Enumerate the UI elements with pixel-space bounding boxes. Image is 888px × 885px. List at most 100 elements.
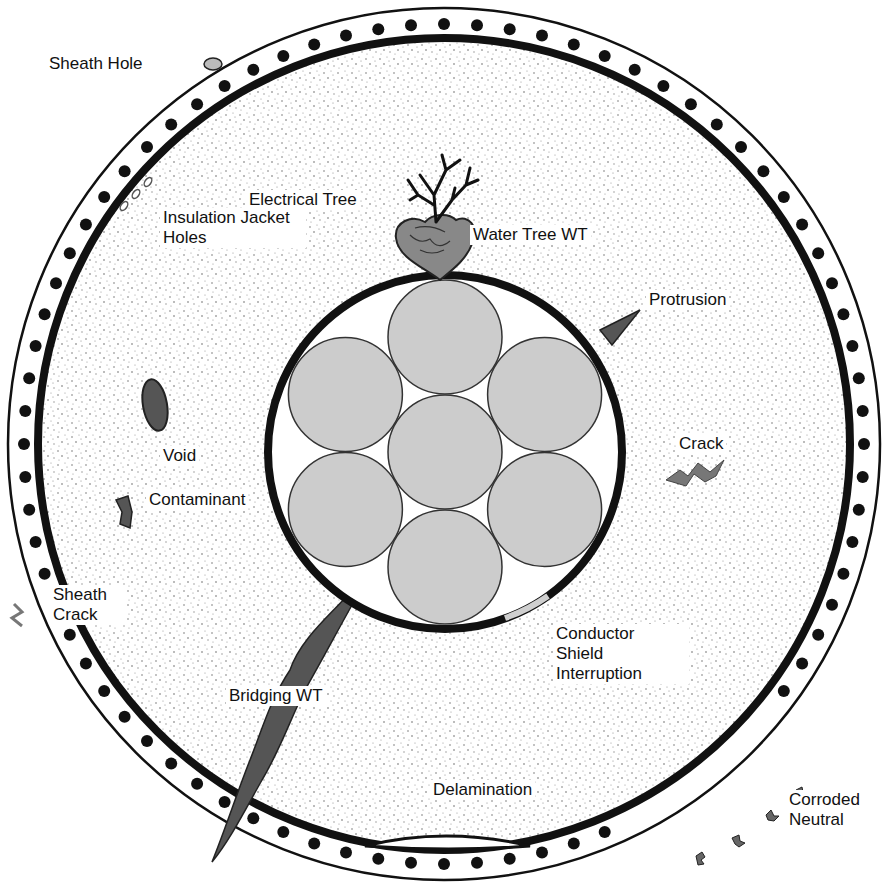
neutral-wire	[568, 39, 580, 51]
neutral-wire	[858, 438, 870, 450]
defect-label: Crack	[676, 434, 726, 454]
conductor-strand	[388, 510, 502, 624]
neutral-wire	[837, 568, 849, 580]
sheath-crack	[12, 604, 22, 626]
neutral-wire	[191, 778, 203, 790]
neutral-wire	[165, 757, 177, 769]
neutral-wire	[812, 629, 824, 641]
void	[139, 377, 172, 432]
neutral-wire	[64, 629, 76, 641]
neutral-wire	[247, 812, 259, 824]
conductor-shield	[268, 275, 622, 629]
defect-label: Contaminant	[146, 490, 248, 510]
neutral-wire	[599, 826, 611, 838]
neutral-wire	[39, 308, 51, 320]
neutral-wire	[372, 853, 384, 865]
sheath-hole	[204, 58, 222, 70]
neutral-wire	[191, 98, 203, 110]
outer-sheath	[8, 8, 880, 880]
neutral-wire	[30, 340, 42, 352]
electrical-tree	[408, 155, 478, 222]
neutral-wire	[64, 247, 76, 259]
neutral-wire	[812, 247, 824, 259]
neutral-wire	[247, 64, 259, 76]
water-tree	[396, 215, 475, 280]
defect-label: Conductor Shield Interruption	[553, 624, 689, 684]
neutral-wire	[30, 536, 42, 548]
neutral-wire	[141, 141, 153, 153]
neutral-wire	[471, 857, 483, 869]
contaminant	[116, 496, 132, 528]
neutral-wire	[80, 219, 92, 231]
neutral-wire	[19, 471, 31, 483]
neutral-wire	[837, 308, 849, 320]
neutral-wire	[277, 826, 289, 838]
neutral-wire	[438, 858, 450, 870]
neutral-wire	[308, 39, 320, 51]
neutral-wire	[857, 405, 869, 417]
neutral-wire	[340, 30, 352, 42]
neutral-wire	[277, 50, 289, 62]
neutral-wire	[471, 19, 483, 31]
neutral-wire	[340, 846, 352, 858]
defect-label: Corroded Neutral	[786, 790, 882, 830]
neutral-wire	[757, 165, 769, 177]
neutral-wire	[438, 18, 450, 30]
neutral-wire	[98, 685, 110, 697]
neutral-wire	[853, 504, 865, 516]
neutral-wire	[568, 837, 580, 849]
neutral-wire	[19, 405, 31, 417]
defect-label: Water Tree WT	[470, 225, 591, 245]
jacket-holes	[119, 176, 154, 212]
conductor-strand	[388, 395, 502, 509]
neutral-wire	[165, 119, 177, 131]
neutral-wires	[18, 18, 870, 870]
conductor-strands	[288, 280, 601, 624]
neutral-wire	[18, 438, 30, 450]
crack	[666, 460, 724, 486]
neutral-wire	[599, 50, 611, 62]
neutral-wire	[657, 80, 669, 92]
neutral-wire	[536, 30, 548, 42]
defect-label: Sheath Crack	[50, 585, 126, 625]
neutral-wire	[796, 657, 808, 669]
conductor-strand	[488, 453, 602, 567]
neutral-wire	[219, 80, 231, 92]
neutral-wire	[826, 277, 838, 289]
neutral-wire	[39, 568, 51, 580]
neutral-wire	[711, 119, 723, 131]
neutral-wire	[778, 685, 790, 697]
neutral-wire	[504, 23, 516, 35]
neutral-wire	[141, 735, 153, 747]
defect-label: Void	[160, 446, 199, 466]
neutral-wire	[219, 796, 231, 808]
neutral-wire	[853, 372, 865, 384]
neutral-wire	[405, 19, 417, 31]
neutral-wire	[23, 372, 35, 384]
defect-label: Sheath Hole	[46, 54, 146, 74]
neutral-wire	[735, 141, 747, 153]
defect-label: Electrical Tree	[246, 190, 360, 210]
neutral-wire	[857, 471, 869, 483]
neutral-wire	[405, 857, 417, 869]
neutral-wire	[119, 711, 131, 723]
neutral-wire	[23, 504, 35, 516]
neutral-wire	[50, 277, 62, 289]
protrusion	[600, 310, 640, 345]
neutral-wire	[778, 191, 790, 203]
neutral-wire	[826, 599, 838, 611]
shield-interruption	[505, 596, 548, 618]
defect-label: Delamination	[430, 780, 535, 800]
neutral-wire	[308, 837, 320, 849]
neutral-wire	[119, 165, 131, 177]
insulation-shield	[38, 38, 850, 850]
neutral-wire	[685, 98, 697, 110]
neutral-wire	[846, 340, 858, 352]
delamination-gap	[365, 836, 530, 849]
neutral-wire	[796, 219, 808, 231]
defect-label: Insulation Jacket Holes	[160, 208, 306, 248]
neutral-wire	[504, 853, 516, 865]
neutral-wire	[372, 23, 384, 35]
conductor-strand	[488, 338, 602, 452]
